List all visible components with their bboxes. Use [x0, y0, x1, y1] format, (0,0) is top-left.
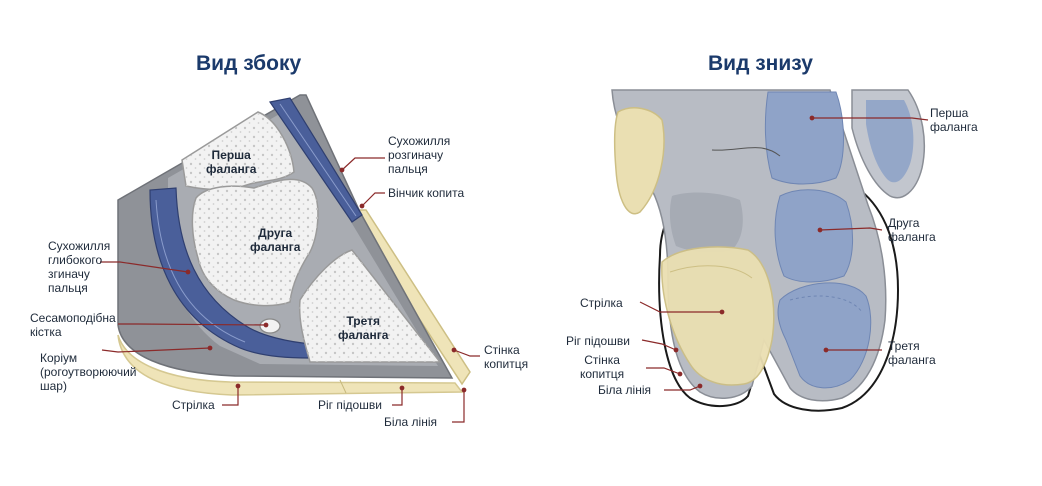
bottom-label-white-line: Біла лінія	[598, 383, 652, 397]
bottom-label-sole-horn: Ріг підошви	[566, 334, 630, 348]
side-label-sole-horn: Ріг підошви	[318, 398, 382, 412]
bottom-label-first-phalanx: Перша фаланга	[930, 106, 978, 134]
side-label-coronet: Вінчик копита	[388, 186, 465, 200]
side-view-title: Вид збоку	[196, 52, 302, 75]
sole-base	[117, 334, 464, 396]
side-view-drawing	[100, 94, 480, 423]
third-phalanx-bottom	[777, 282, 872, 389]
side-label-hoof-wall: Стінка копитця	[484, 343, 529, 371]
side-label-extensor-tendon: Сухожилля розгиначу пальця	[388, 134, 451, 176]
side-digit-left	[613, 107, 665, 215]
side-label-first-phalanx: Перша фаланга	[206, 148, 257, 176]
side-label-second-phalanx: Друга фаланга	[250, 226, 301, 254]
side-label-frog: Стрілка	[172, 398, 215, 412]
bottom-label-frog: Стрілка	[580, 296, 623, 310]
bottom-view-drawing	[611, 89, 929, 412]
bottom-label-second-phalanx: Друга фаланга	[888, 216, 936, 244]
bottom-label-third-phalanx: Третя фаланга	[888, 339, 936, 367]
bottom-label-hoof-wall: Стінка копитця	[580, 353, 625, 381]
side-label-third-phalanx: Третя фаланга	[338, 314, 389, 342]
first-phalanx-bottom	[764, 91, 844, 185]
side-label-white-line: Біла лінія	[384, 415, 438, 429]
bottom-leader-lines	[639, 115, 929, 391]
side-label-sesamoid: Сесамоподібна кістка	[30, 311, 116, 339]
side-leader-lines	[100, 157, 480, 423]
flexor-tendon-shape	[149, 187, 313, 359]
bottom-view-title: Вид знизу	[708, 52, 813, 75]
second-phalanx-bottom	[774, 189, 854, 283]
frog-bottom	[661, 246, 775, 386]
sesamoid-bone-side	[259, 318, 281, 334]
side-label-flexor-tendon: Сухожилля глибокого згиначу пальця	[48, 239, 111, 295]
side-label-corium: Коріум (рогоутворюючий шар)	[40, 351, 137, 393]
